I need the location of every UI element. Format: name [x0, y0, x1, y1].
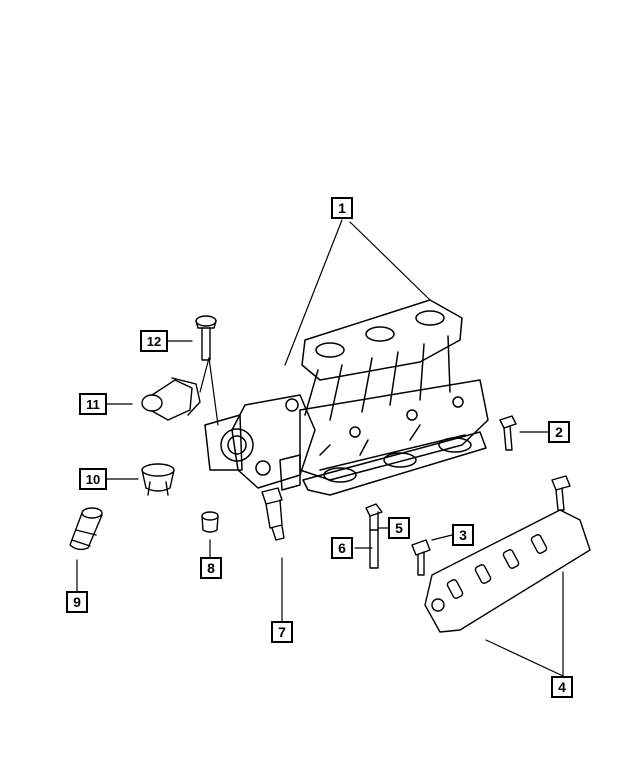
bolt-part-12 — [195, 315, 217, 361]
callout-6: 6 — [331, 537, 353, 559]
callout-11: 11 — [79, 393, 107, 415]
plug-part-8 — [201, 511, 219, 533]
callout-5: 5 — [388, 517, 410, 539]
callout-8: 8 — [200, 557, 222, 579]
leader-lines — [76, 219, 564, 677]
callout-1: 1 — [331, 197, 353, 219]
stud-part-5 — [365, 503, 383, 531]
intake-manifold-drawing — [204, 299, 489, 496]
water-outlet-part-11 — [141, 377, 201, 421]
stud-part-6 — [369, 529, 379, 569]
callout-3: 3 — [452, 524, 474, 546]
bolt-part-3 — [411, 539, 431, 576]
sensor-part-7 — [261, 487, 285, 541]
callout-7: 7 — [271, 621, 293, 643]
bolt-part-2 — [499, 415, 517, 451]
callout-9: 9 — [66, 591, 88, 613]
callout-4: 4 — [551, 676, 573, 698]
fitting-part-9 — [69, 507, 103, 551]
gasket-part-4 — [424, 475, 591, 633]
thermostat-part-10 — [141, 463, 175, 496]
callout-12: 12 — [140, 330, 168, 352]
callout-10: 10 — [79, 468, 107, 490]
callout-2: 2 — [548, 421, 570, 443]
